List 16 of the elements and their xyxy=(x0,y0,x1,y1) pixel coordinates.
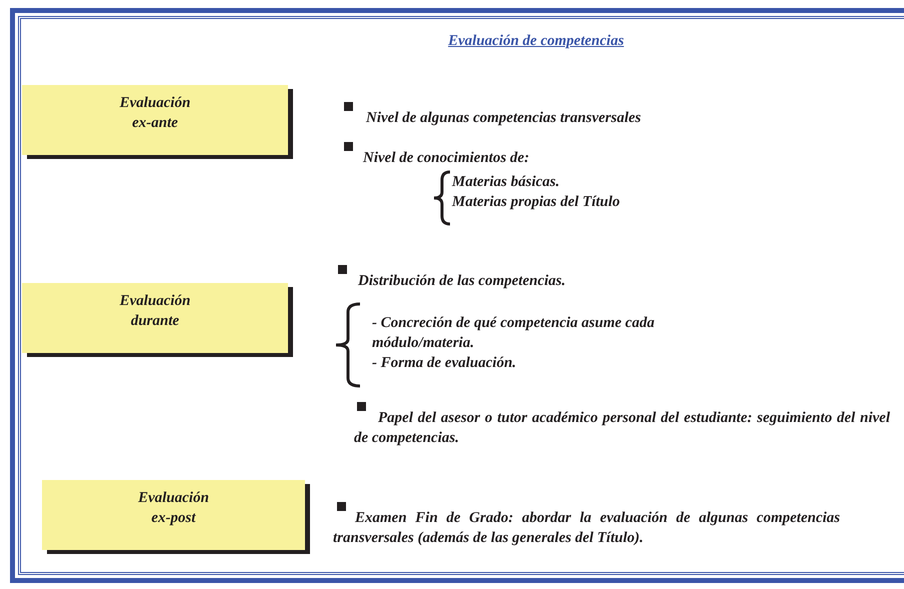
bullet-text: - Concreción de qué competencia asume cada módulo/materia. xyxy=(372,314,656,353)
stage-label: Evaluación ex-post xyxy=(137,489,210,528)
bullet-text: Materias propias del Título xyxy=(452,193,620,212)
bullet-text: Examen Fin de Grado: abordar la evaluación de algunas competencias transversales (además de las generales del Título). xyxy=(333,509,840,548)
bullet-text: Nivel de algunas competencias transversales xyxy=(366,109,641,128)
stage-label: Evaluación ex-ante xyxy=(118,94,192,133)
bullet-text: - Forma de evaluación. xyxy=(372,354,516,373)
stage-box xyxy=(22,283,288,353)
stage-label: Evaluación durante xyxy=(118,292,192,331)
stage-box xyxy=(42,480,305,550)
bullet-text: Nivel de conocimientos de: xyxy=(363,149,530,168)
bullet-text: Materias básicas. xyxy=(452,173,560,192)
title: Evaluación de competencias xyxy=(447,33,625,50)
bullet-text: Papel del asesor o tutor académico personal del estudiante: seguimiento del nivel de competencias. xyxy=(354,409,890,448)
bullet-text: Distribución de las competencias. xyxy=(358,272,566,291)
stage-box xyxy=(22,85,288,155)
